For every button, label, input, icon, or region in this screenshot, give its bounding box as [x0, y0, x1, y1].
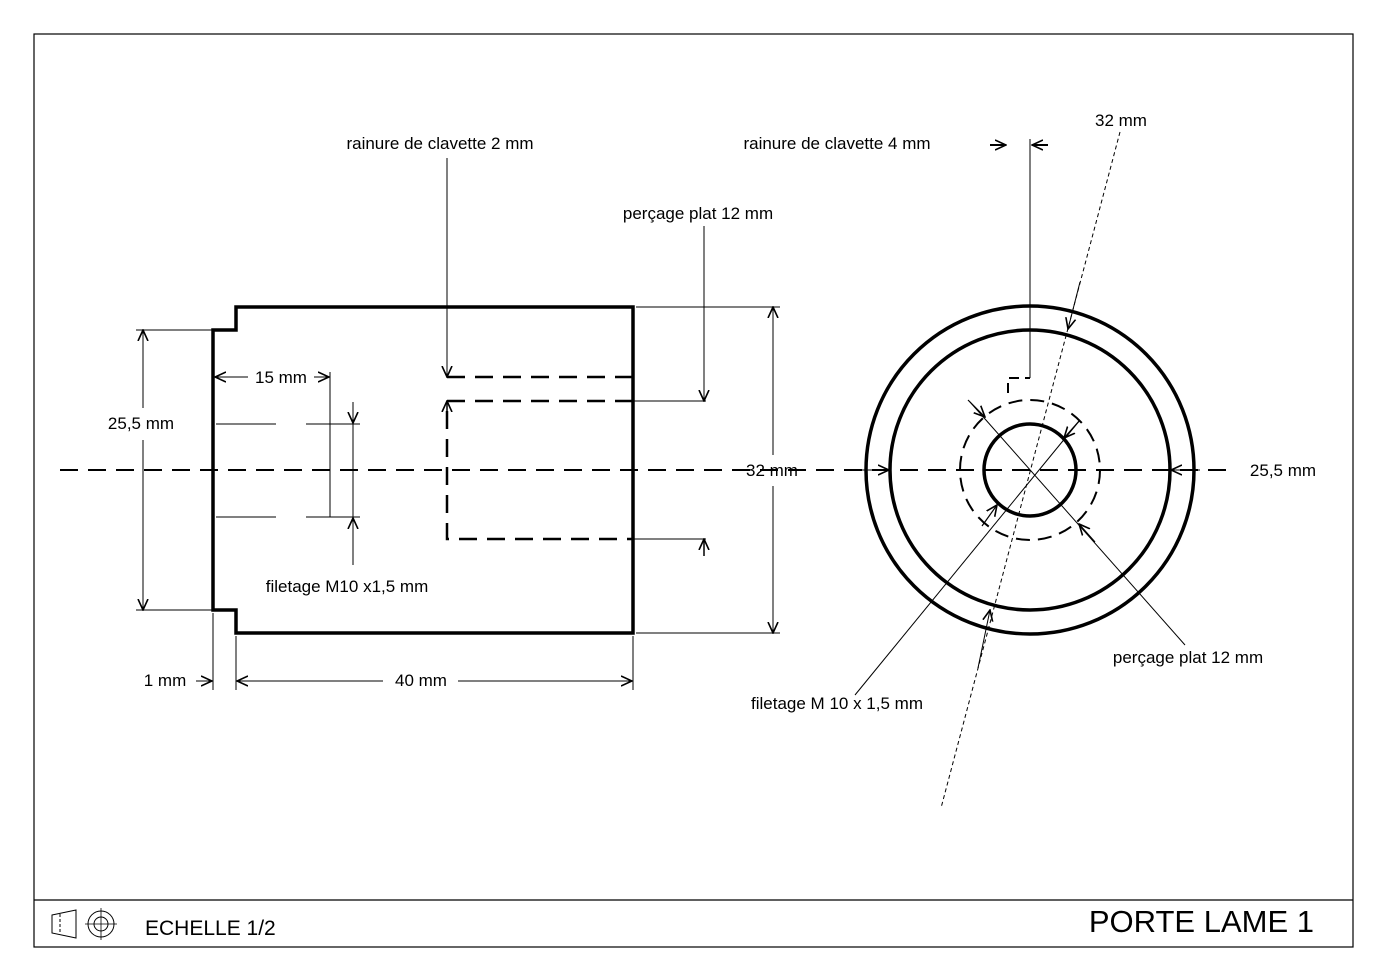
thread-depth-label: 15 mm: [255, 368, 307, 387]
outer-diameter-leader: [940, 131, 1121, 809]
flat-bore-hidden-outline: [445, 399, 633, 541]
length-label: 40 mm: [395, 671, 447, 690]
flat-bore-leader-diagonal: [969, 401, 1186, 646]
side-thread-label: filetage M10 x1,5 mm: [266, 577, 429, 596]
left-diameter-label: 25,5 mm: [108, 414, 174, 433]
title-block: ECHELLE 1/2 PORTE LAME 1: [51, 904, 1314, 940]
side-keyway-label: rainure de clavette 2 mm: [346, 134, 533, 153]
drawing-frame: [33, 33, 1354, 948]
thread-bore-circle: [982, 422, 1078, 518]
end-flat-bore-label: perçage plat 12 mm: [1113, 648, 1263, 667]
drawing-title: PORTE LAME 1: [1089, 904, 1314, 939]
end-thread-label: filetage M 10 x 1,5 mm: [751, 694, 923, 713]
side-view: rainure de clavette 2 mm perçage plat 12…: [108, 134, 798, 690]
thread-leader-diagonal: [854, 419, 1081, 696]
flat-bore-hidden-circle: [959, 399, 1101, 541]
keyway-notch: [1007, 377, 1030, 393]
part-outline: [211, 305, 635, 635]
end-keyway-label: rainure de clavette 4 mm: [743, 134, 930, 153]
end-outer-diameter-label: 32 mm: [1095, 111, 1147, 130]
right-diameter-label: 32 mm: [746, 461, 798, 480]
scale-label: ECHELLE 1/2: [145, 917, 276, 940]
end-inner-diameter-label: 25,5 mm: [1250, 461, 1316, 480]
shoulder-label: 1 mm: [144, 671, 187, 690]
side-flat-bore-label: perçage plat 12 mm: [623, 204, 773, 223]
projection-symbol-icon: [51, 908, 117, 940]
end-view: rainure de clavette 4 mm 32 mm 25,5 mm p…: [743, 111, 1316, 809]
